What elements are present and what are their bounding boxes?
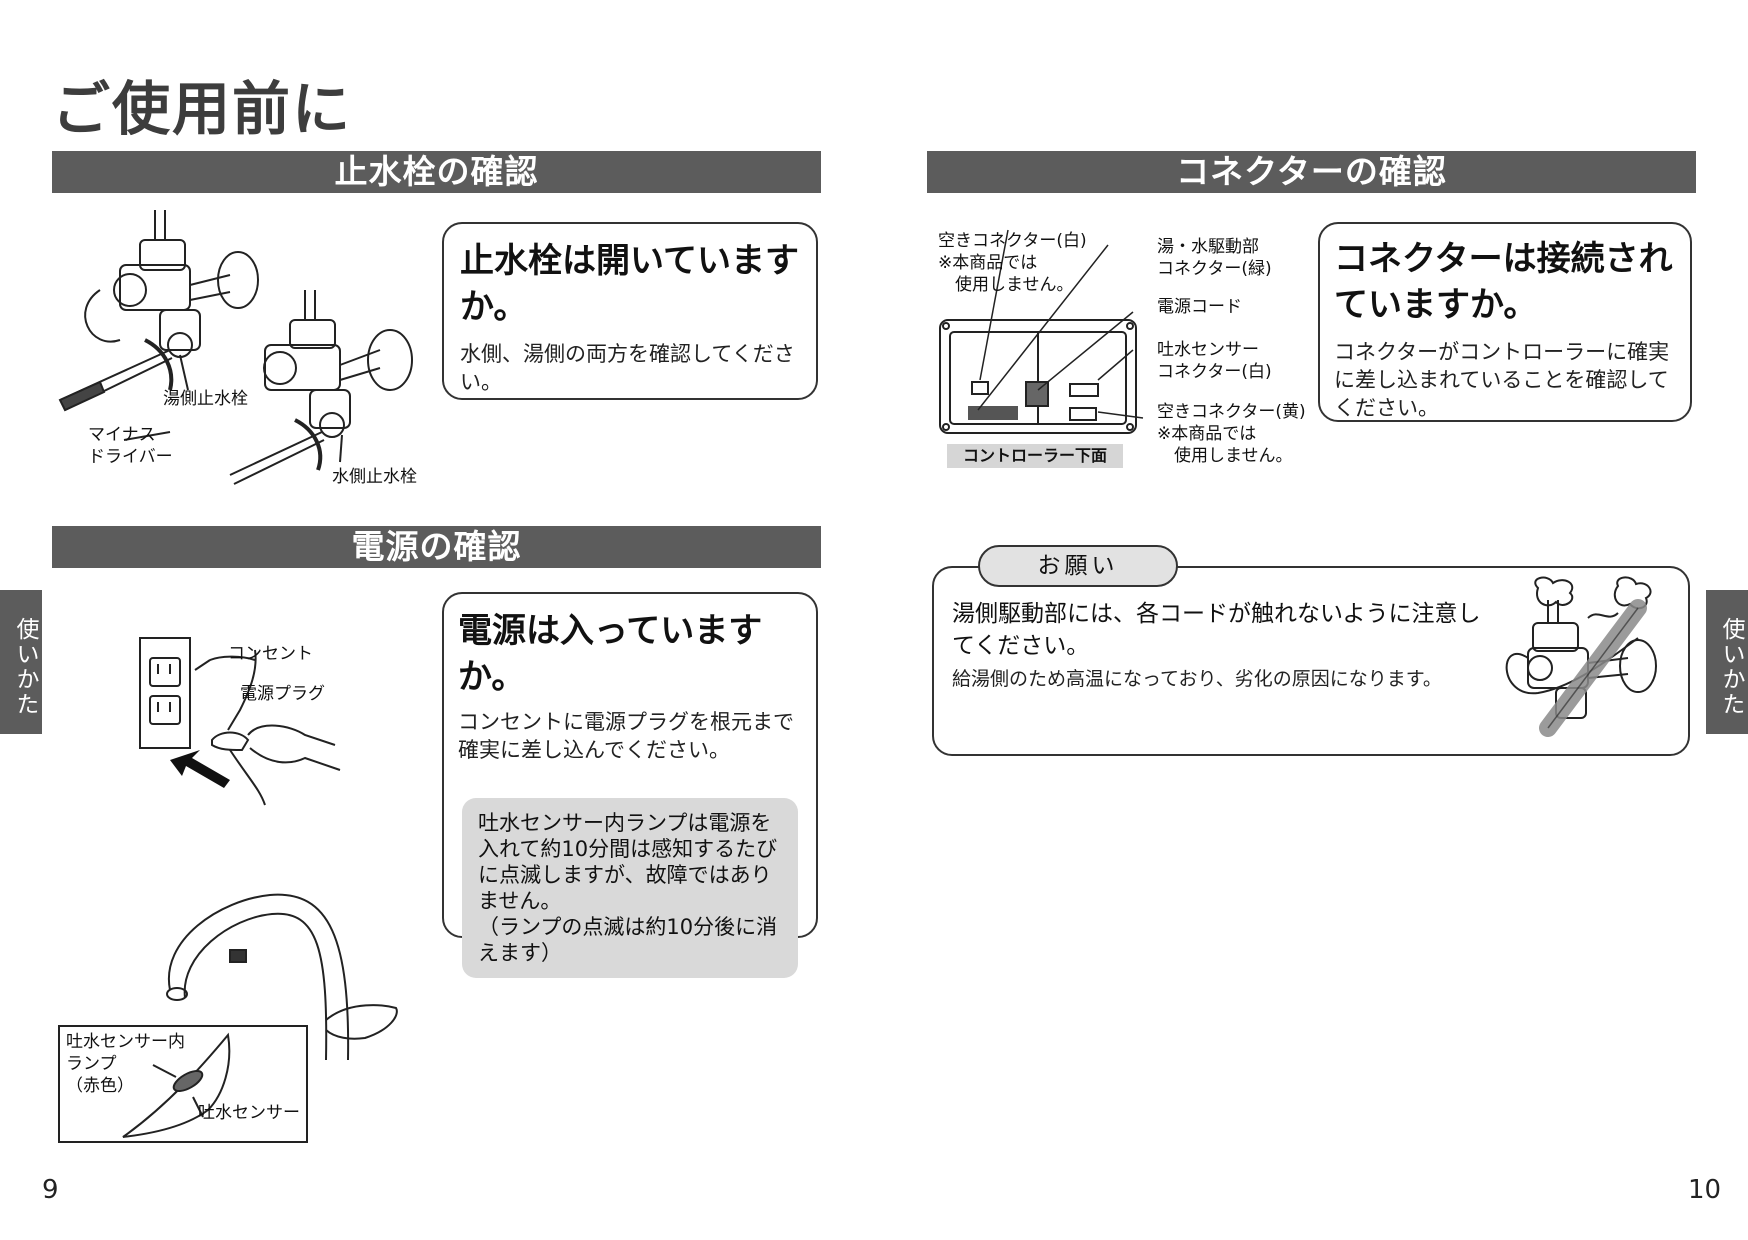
question-connector: コネクターは接続されていますか。: [1334, 239, 1673, 325]
page-title: ご使用前に: [52, 75, 353, 143]
faucet-illustration: [166, 893, 398, 1061]
side-tab-left: 使いかた: [0, 590, 42, 734]
label-drive-connector: 湯・水駆動部 コネクター(緑): [1157, 237, 1272, 279]
question-box-connector: コネクターは接続されていますか。 コネクターがコントローラーに確実に差し込まれて…: [1318, 222, 1692, 422]
page-number-right: 10: [1688, 1175, 1722, 1205]
label-sensor-connector: 吐水センサー コネクター(白): [1157, 340, 1272, 382]
label-outlet: コンセント: [228, 644, 313, 664]
question-box-valve: 止水栓は開いていますか。 水側、湯側の両方を確認してください。: [442, 222, 818, 400]
label-screwdriver: マイナス ドライバー: [88, 425, 173, 467]
label-hot-valve: 湯側止水栓: [163, 389, 248, 409]
sensor-inset-illustration: [122, 1032, 231, 1138]
side-tab-right: 使いかた: [1706, 590, 1748, 734]
description-valve: 水側、湯側の両方を確認してください。: [460, 342, 795, 394]
label-empty-yellow-connector: 空きコネクター(黄) ※本商品では 使用しません。: [1157, 402, 1306, 466]
description-power: コンセントに電源プラグを根元まで確実に差し込んでください。: [458, 710, 794, 762]
label-power-cord: 電源コード: [1157, 297, 1242, 317]
label-sensor: 吐水センサー: [198, 1103, 300, 1123]
controller-leader-lines: [977, 229, 1144, 419]
controller-illustration: [939, 319, 1137, 434]
valve-illustration: [58, 210, 413, 485]
label-sensor-lamp: 吐水センサー内 ランプ （赤色）: [66, 1032, 185, 1096]
request-tag: お願い: [978, 545, 1178, 587]
request-box: [932, 566, 1690, 756]
question-valve: 止水栓は開いていますか。: [460, 241, 799, 327]
prohibited-valve-illustration: [1505, 576, 1657, 737]
question-box-power: 電源は入っていますか。 コンセントに電源プラグを根元まで確実に差し込んでください…: [442, 592, 818, 978]
section-header-valve: 止水栓の確認: [52, 151, 821, 193]
controller-bottom-label: コントローラー下面: [947, 444, 1123, 468]
question-power: 電源は入っていますか。: [458, 611, 763, 697]
label-empty-white-connector: 空きコネクター(白) ※本商品では 使用しません。: [938, 231, 1087, 295]
section-header-connector: コネクターの確認: [927, 151, 1696, 193]
request-main-text: 湯側駆動部には、各コードが触れないように注意してください。: [952, 601, 1481, 659]
power-plug-illustration: [139, 637, 341, 806]
section-header-power: 電源の確認: [52, 526, 821, 568]
label-cold-valve: 水側止水栓: [332, 467, 417, 487]
request-sub-text: 給湯側のため高温になっており、劣化の原因になります。: [952, 668, 1442, 690]
label-plug: 電源プラグ: [240, 684, 325, 704]
description-connector: コネクターがコントローラーに確実に差し込まれていることを確認してください。: [1334, 340, 1670, 420]
page-number-left: 9: [42, 1175, 59, 1205]
note-power: 吐水センサー内ランプは電源を入れて約10分間は感知するたびに点滅しますが、故障で…: [462, 798, 798, 978]
